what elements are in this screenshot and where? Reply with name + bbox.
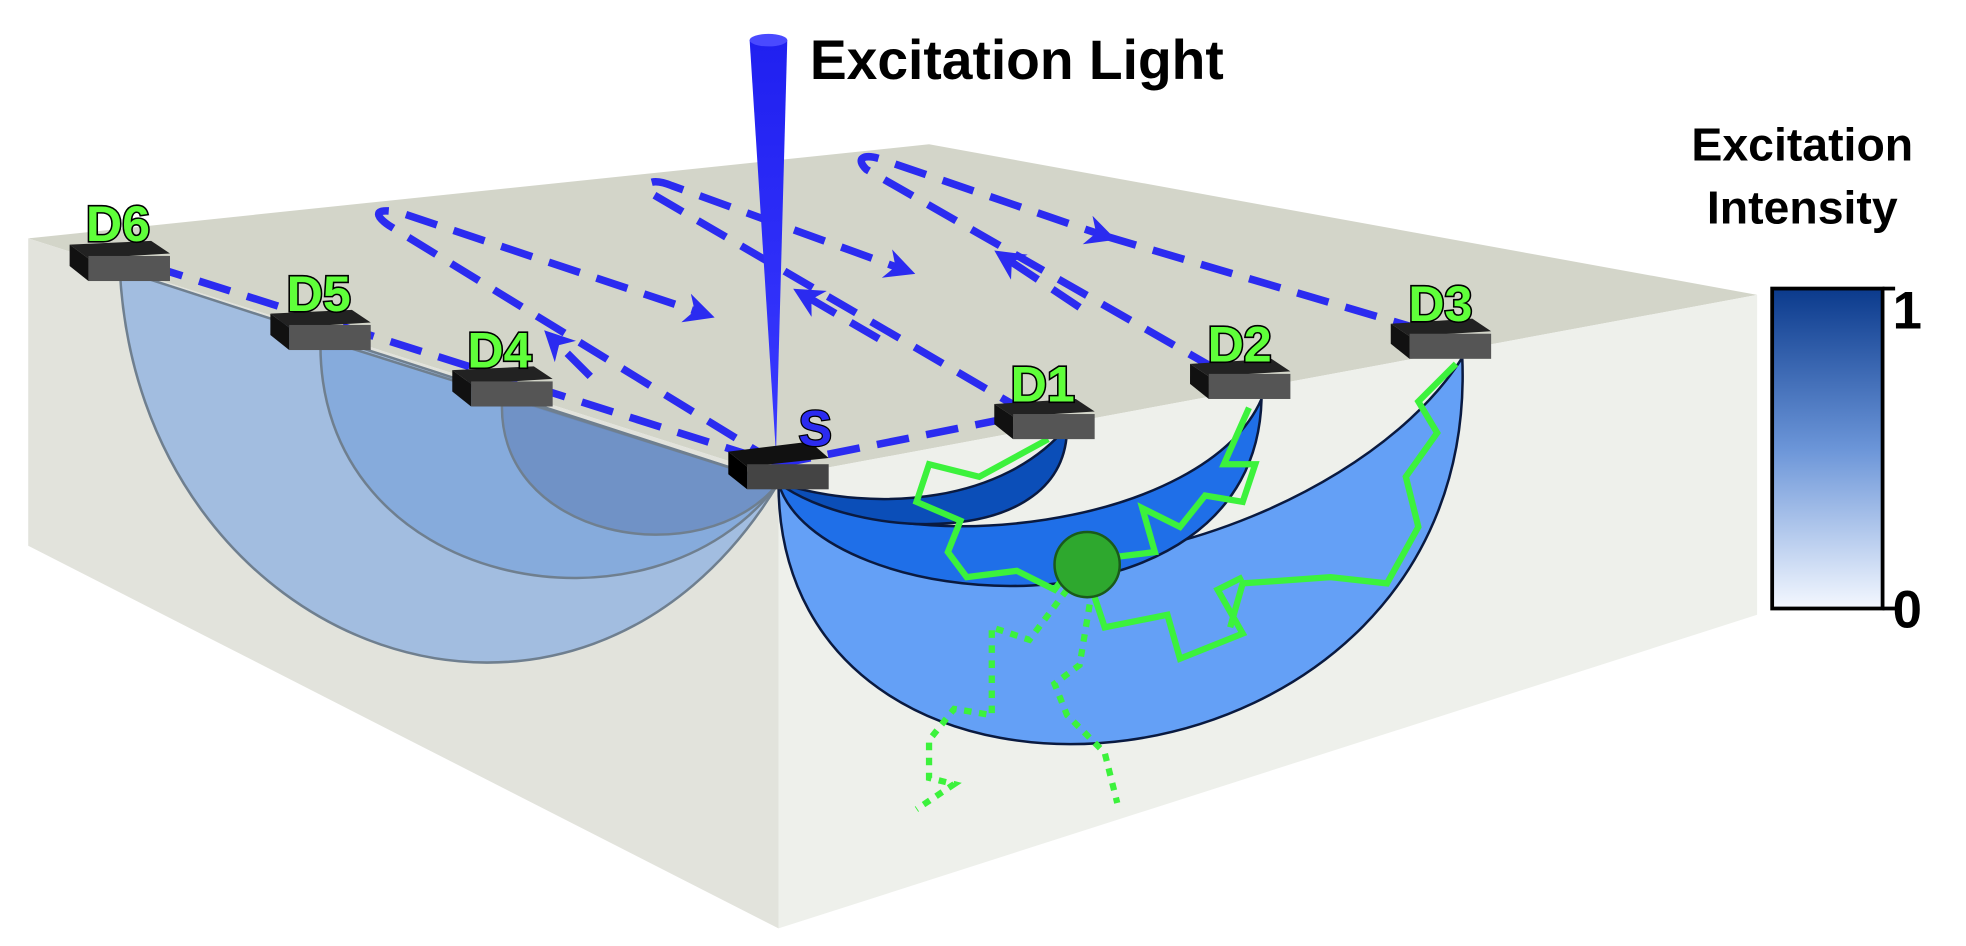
fluorescence-path-d2 <box>1088 406 1260 663</box>
excitation-light-beam <box>749 33 788 455</box>
fluorescence-path-d1 <box>912 436 1076 594</box>
tissue-top-face <box>28 144 1758 477</box>
loop-d1-b <box>793 288 881 343</box>
label-d2: D2 <box>1208 316 1272 372</box>
right-sensitivity-arcs <box>776 353 1464 746</box>
label-d4: D4 <box>467 323 531 379</box>
detector-d3 <box>1390 318 1492 359</box>
detector-d2 <box>1190 358 1291 399</box>
source-s <box>728 441 829 490</box>
colorbar-title-line1: Excitation <box>1691 119 1913 171</box>
fluorescence-paths <box>912 361 1459 812</box>
fluorescence-dotted-1 <box>914 587 1070 812</box>
detector-d1 <box>994 398 1095 440</box>
label-d6: D6 <box>86 196 150 252</box>
detector-d6 <box>69 240 170 282</box>
label-d1: D1 <box>1011 356 1075 412</box>
path-d6-s <box>150 262 780 468</box>
loop-d2 <box>857 152 1220 374</box>
optodes <box>69 240 1492 490</box>
label-d5: D5 <box>287 266 351 322</box>
loop-d4-b <box>544 330 593 380</box>
detector-d4 <box>452 366 553 407</box>
excitation-light-title: Excitation Light <box>810 29 1224 91</box>
path-to-d3 <box>1103 232 1420 333</box>
colorbar-max-label: 1 <box>1893 282 1922 341</box>
arc-s-d4 <box>500 393 781 536</box>
loop-d4 <box>374 207 781 468</box>
colorbar-min-label: 0 <box>1893 580 1922 639</box>
arc-s-d2 <box>776 398 1263 588</box>
label-source: S <box>799 400 832 456</box>
label-d3: D3 <box>1408 276 1472 332</box>
loop-d1 <box>644 178 1032 418</box>
loop-d2-b <box>994 250 1082 311</box>
fluorescence-dotted-2 <box>1050 589 1121 804</box>
colorbar: Excitation Intensity 1 0 <box>1691 119 1922 640</box>
detector-d5 <box>270 309 371 351</box>
photon-paths <box>150 152 1420 468</box>
path-s-d1 <box>777 410 1031 468</box>
left-sensitivity-arcs <box>118 267 781 664</box>
colorbar-gradient <box>1770 286 1885 611</box>
fluorescence-path-d3 <box>1227 361 1459 629</box>
colorbar-title-line2: Intensity <box>1707 181 1898 233</box>
fluorophore-target <box>1053 530 1122 599</box>
